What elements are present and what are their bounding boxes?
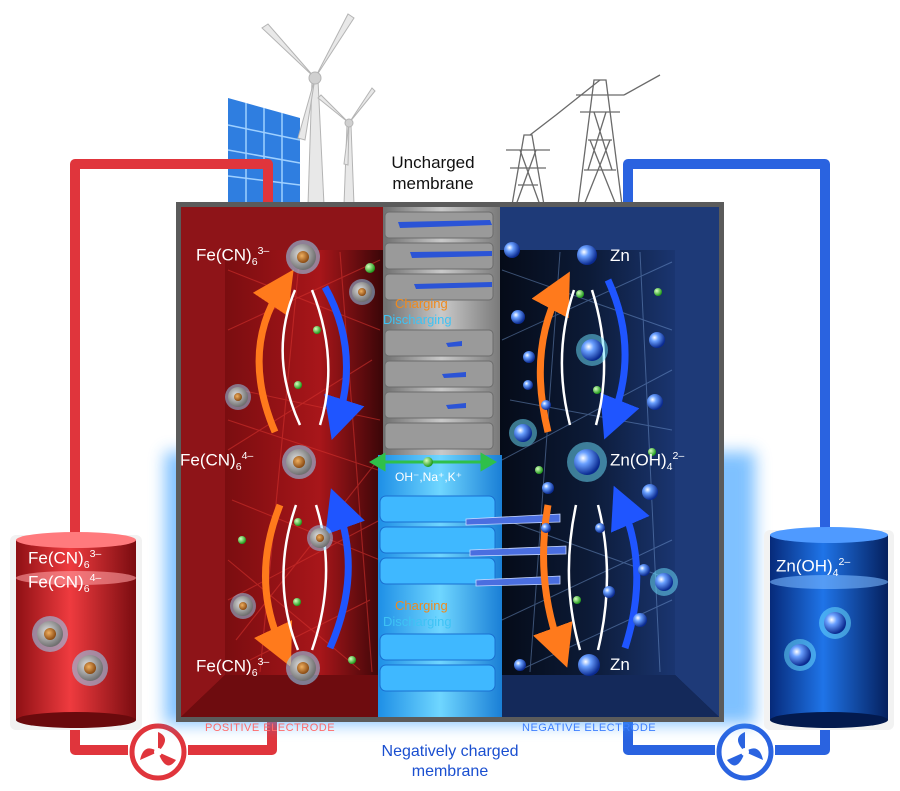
positive-electrode-label: POSITIVE ELECTRODE	[205, 722, 336, 734]
negative-electrode-wall	[500, 207, 719, 717]
positive-electrolyte-tank	[10, 532, 142, 730]
white-flow-arrows	[281, 289, 609, 651]
pump-icon	[129, 723, 187, 781]
zincate-complex	[509, 334, 678, 596]
zinc-particles	[504, 242, 665, 676]
right-tank-label: Zn(OH)42–	[776, 556, 851, 580]
right-species-bottom: Zn	[610, 655, 630, 674]
uncharged-label-line2: membrane	[392, 174, 474, 193]
left-species-bottom: Fe(CN)63–	[196, 656, 270, 680]
left-tank-label-1: Fe(CN)63–	[28, 548, 102, 572]
pump-icon	[716, 723, 774, 781]
left-species-top: Fe(CN)63–	[196, 245, 270, 269]
ferricyanide-molecule	[286, 651, 320, 685]
negative-electrode-label: NEGATIVE ELECTRODE	[522, 722, 657, 734]
wind-turbine-icon	[261, 13, 376, 206]
right-species-top: Zn	[610, 246, 630, 265]
charged-membrane-label: Negatively charged membrane	[330, 742, 570, 782]
negative-electrolyte-tank	[764, 527, 894, 730]
blue-pipe	[623, 159, 830, 755]
redox-arrows-positive	[252, 269, 365, 668]
upper-charging-label: Charging	[395, 296, 448, 311]
cation-particles	[238, 263, 662, 664]
uncharged-membrane-label: Uncharged membrane	[378, 152, 488, 194]
red-pipe	[70, 159, 277, 755]
lower-charging-label: Charging	[395, 598, 448, 613]
ferricyanide-molecule	[286, 240, 320, 274]
negatively-charged-membrane	[378, 455, 567, 717]
right-species-middle: Zn(OH)42–	[610, 450, 685, 474]
lower-discharging-label: Discharging	[383, 614, 452, 629]
uncharged-label-line1: Uncharged	[391, 153, 475, 172]
left-tank-label-2: Fe(CN)64–	[28, 572, 102, 596]
sodium-ion	[423, 457, 433, 467]
power-tower-icon	[506, 74, 661, 206]
redox-arrows-negative	[531, 271, 650, 668]
ferricyanide-molecule	[225, 279, 375, 619]
uncharged-membrane	[383, 207, 500, 455]
charged-label-line1: Negatively charged	[381, 743, 519, 760]
upper-discharging-label: Discharging	[383, 312, 452, 327]
positive-electrode-wall	[181, 207, 383, 717]
left-species-middle: Fe(CN)64–	[180, 450, 254, 474]
ferrocyanide-molecule	[282, 445, 316, 479]
charged-label-line2: membrane	[411, 763, 489, 780]
solar-panel-icon	[227, 98, 301, 202]
ions-label: OH⁻,Na⁺,K⁺	[395, 470, 463, 484]
